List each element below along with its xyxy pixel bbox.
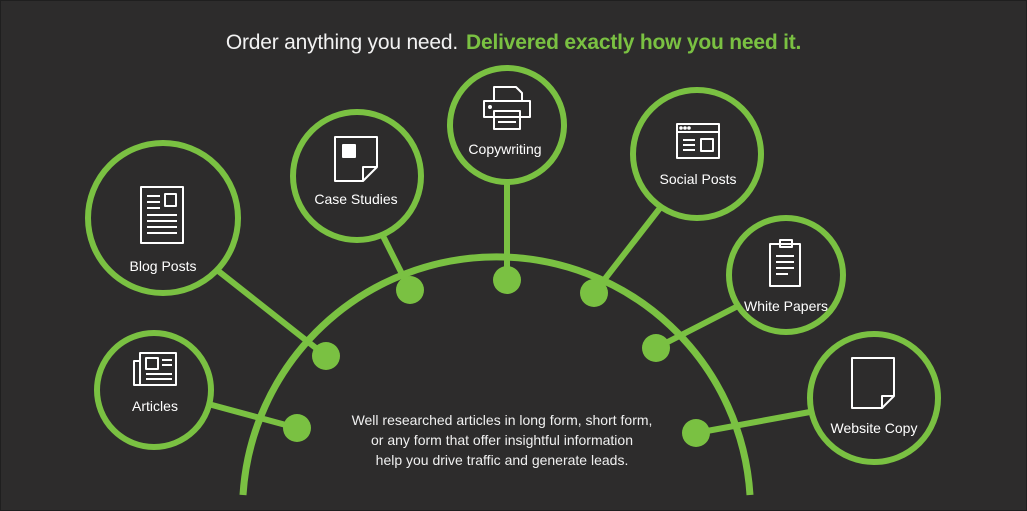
node-label-website-copy: Website Copy	[830, 420, 918, 436]
node-ring-blog-posts	[85, 140, 241, 296]
junction-dot	[580, 279, 608, 307]
connector-blog-posts	[214, 267, 329, 359]
junction-dot	[283, 414, 311, 442]
browser-window-icon	[676, 123, 720, 159]
junction-dot	[642, 334, 670, 362]
node-ring-copywriting	[447, 65, 567, 185]
node-label-blog-posts: Blog Posts	[129, 258, 197, 274]
printer-icon	[483, 86, 531, 130]
sticky-note-icon	[334, 136, 378, 182]
node-label-articles: Articles	[132, 398, 178, 414]
connector-white-papers	[653, 304, 739, 351]
junction-dot	[682, 419, 710, 447]
node-ring-case-studies	[290, 109, 424, 243]
description-text: Well researched articles in long form, s…	[327, 410, 677, 470]
junction-dot	[493, 266, 521, 294]
node-ring-website-copy	[807, 331, 941, 465]
junction-dots	[283, 266, 710, 447]
page-icon	[851, 357, 895, 409]
node-ring-articles	[94, 330, 214, 450]
connectors	[209, 179, 813, 436]
document-icon	[140, 186, 184, 244]
node-label-case-studies: Case Studies	[314, 191, 398, 207]
junction-dot	[312, 342, 340, 370]
node-label-social-posts: Social Posts	[659, 171, 737, 187]
clipboard-icon	[769, 239, 801, 287]
headline: Order anything you need. Delivered exactl…	[0, 31, 1027, 55]
central-arc	[239, 253, 754, 496]
headline-accent: Delivered exactly how you need it.	[466, 31, 802, 54]
connector-social-posts	[591, 205, 663, 296]
connector-articles	[209, 402, 300, 431]
node-label-white-papers: White Papers	[743, 298, 829, 314]
node-label-copywriting: Copywriting	[468, 141, 542, 157]
description-line: or any form that offer insightful inform…	[371, 432, 633, 448]
newspaper-icon	[133, 352, 177, 386]
description-line: Well researched articles in long form, s…	[351, 412, 653, 428]
description-line: help you drive traffic and generate lead…	[375, 452, 629, 468]
headline-lead: Order anything you need.	[225, 31, 459, 54]
junction-dot	[396, 276, 424, 304]
node-ring-social-posts	[630, 87, 764, 221]
connector-website-copy	[693, 409, 813, 436]
